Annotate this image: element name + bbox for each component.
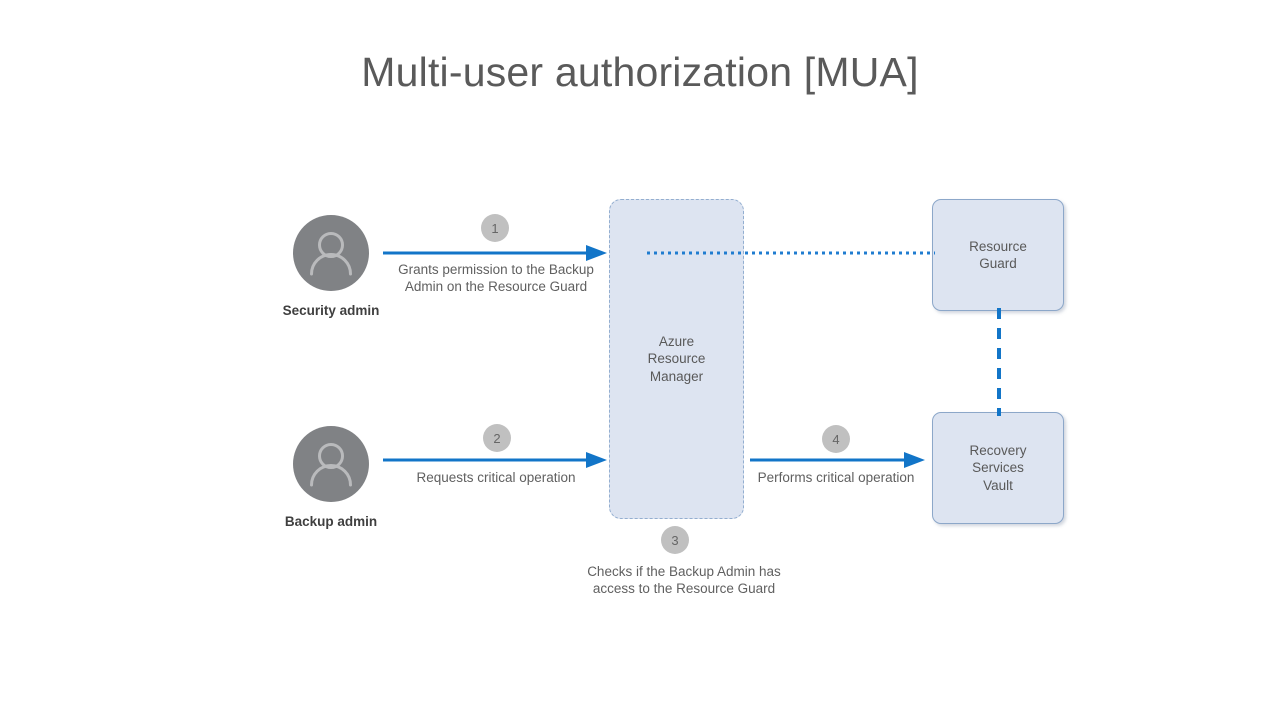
actor-security-admin: Security admin — [283, 215, 379, 318]
person-avatar-icon — [310, 232, 352, 276]
step-badge-3-number: 3 — [671, 532, 679, 548]
person-avatar-icon — [310, 443, 352, 487]
actor-label-security-admin: Security admin — [282, 303, 380, 318]
step-badge-4-number: 4 — [832, 431, 840, 447]
actor-label-backup-admin: Backup admin — [284, 514, 378, 529]
node-resource-guard[interactable]: Resource Guard — [932, 199, 1064, 311]
step-caption-2: Requests critical operation — [416, 470, 576, 485]
step-badge-1: 1 — [481, 214, 509, 242]
page-title: Multi-user authorization [MUA] — [361, 49, 919, 95]
dotted-connector-arm-to-resource-guard — [647, 251, 935, 255]
step-badge-1-number: 1 — [491, 220, 499, 236]
step-caption-4: Performs critical operation — [757, 470, 915, 485]
dashed-connector-resource-guard-to-vault — [997, 308, 1001, 416]
step-badge-2-number: 2 — [493, 430, 501, 446]
step-badge-4: 4 — [822, 425, 850, 453]
step-caption-3: Checks if the Backup Admin has access to… — [587, 564, 781, 596]
step-badge-2: 2 — [483, 424, 511, 452]
node-label-resource-guard: Resource Guard — [969, 238, 1027, 272]
arrow-step-2 — [383, 452, 607, 468]
node-label-azure-resource-manager: Azure Resource Manager — [647, 333, 706, 384]
node-label-recovery-services-vault: Recovery Services Vault — [969, 442, 1027, 493]
arrow-step-4 — [750, 452, 925, 468]
actor-backup-admin: Backup admin — [285, 426, 377, 529]
node-recovery-services-vault[interactable]: Recovery Services Vault — [932, 412, 1064, 524]
avatar — [293, 215, 369, 291]
step-caption-1: Grants permission to the Backup Admin on… — [398, 262, 594, 294]
arrow-step-1 — [383, 245, 607, 261]
avatar — [293, 426, 369, 502]
step-badge-3: 3 — [661, 526, 689, 554]
